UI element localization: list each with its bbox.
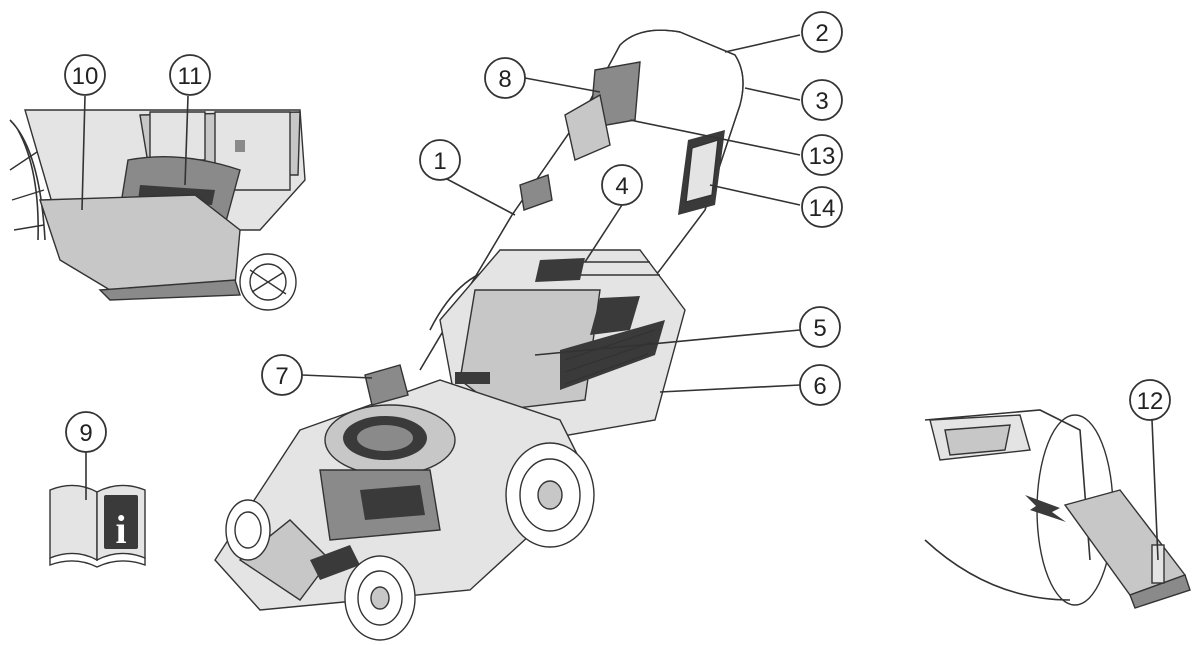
- svg-text:3: 3: [815, 88, 828, 115]
- callout-9: 9: [65, 411, 107, 453]
- callout-11: 11: [169, 54, 211, 96]
- front-wheel-left: [225, 499, 271, 561]
- callout-1: 1: [419, 139, 461, 181]
- inset-grass-catcher: [9, 109, 306, 311]
- front-wheel-right: [344, 555, 416, 641]
- svg-text:2: 2: [815, 20, 828, 47]
- svg-text:11: 11: [178, 63, 203, 90]
- svg-text:6: 6: [813, 373, 826, 400]
- callout-7: 7: [261, 354, 303, 396]
- callout-2: 2: [801, 11, 843, 53]
- svg-text:8: 8: [498, 66, 511, 93]
- callout-6: 6: [799, 364, 841, 406]
- info-glyph: i: [115, 507, 126, 552]
- callout-12: 12: [1129, 379, 1171, 421]
- callout-10: 10: [64, 54, 106, 96]
- inset-mulch-insert: [924, 409, 1191, 609]
- callout-13: 13: [801, 134, 843, 176]
- svg-text:14: 14: [809, 195, 836, 222]
- svg-text:1: 1: [433, 148, 446, 175]
- lawnmower-illustration: [214, 29, 744, 641]
- leader-lines: [81, 34, 1159, 561]
- svg-text:5: 5: [813, 315, 826, 342]
- svg-text:12: 12: [1137, 388, 1164, 415]
- callout-8: 8: [484, 57, 526, 99]
- svg-text:7: 7: [275, 363, 288, 390]
- callout-14: 14: [801, 186, 843, 228]
- svg-text:4: 4: [615, 173, 628, 200]
- svg-text:10: 10: [72, 63, 99, 90]
- svg-text:13: 13: [809, 143, 836, 170]
- rear-wheel: [505, 442, 595, 548]
- callout-3: 3: [801, 79, 843, 121]
- book-info-icon: i: [49, 484, 146, 568]
- callout-5: 5: [799, 306, 841, 348]
- callout-4: 4: [601, 164, 643, 206]
- svg-text:9: 9: [79, 420, 92, 447]
